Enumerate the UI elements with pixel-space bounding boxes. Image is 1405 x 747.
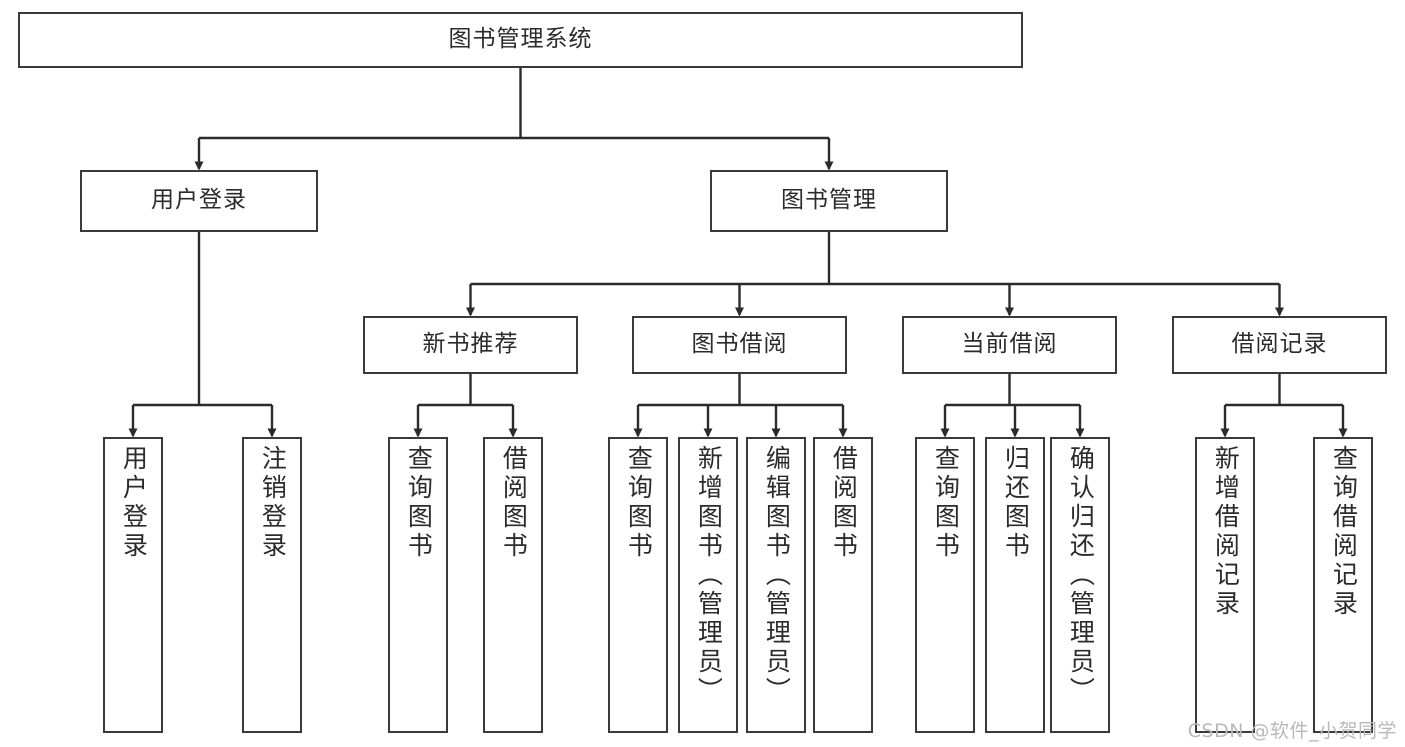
node-label: 新增借阅记录 — [1211, 445, 1241, 619]
node-label: 用户登录 — [151, 187, 247, 214]
node-label: 新增图书（管理员） — [694, 445, 724, 706]
node-l_addbook[interactable]: 新增图书（管理员） — [678, 437, 738, 733]
watermark: CSDN @软件_小贺同学 — [1187, 720, 1397, 742]
node-label: 借阅记录 — [1231, 331, 1328, 358]
node-label: 图书借阅 — [691, 331, 788, 358]
node-label: 查询图书 — [931, 445, 961, 561]
node-l_qrec[interactable]: 查询借阅记录 — [1313, 437, 1373, 733]
node-newbook[interactable]: 新书推荐 — [363, 316, 578, 374]
node-l_qbook1[interactable]: 查询图书 — [388, 437, 448, 733]
node-l_logout[interactable]: 注销登录 — [242, 437, 302, 733]
edge-group — [128, 68, 1348, 438]
node-current[interactable]: 当前借阅 — [902, 316, 1117, 374]
node-l_return[interactable]: 归还图书 — [985, 437, 1045, 733]
node-label: 新书推荐 — [422, 331, 519, 358]
node-bookmgmt[interactable]: 图书管理 — [710, 170, 948, 232]
node-label: 确认归还（管理员） — [1066, 445, 1096, 706]
node-records[interactable]: 借阅记录 — [1172, 316, 1387, 374]
node-label: 借阅图书 — [499, 445, 529, 561]
node-label: 注销登录 — [258, 445, 288, 561]
node-l_confirm[interactable]: 确认归还（管理员） — [1050, 437, 1110, 733]
node-login[interactable]: 用户登录 — [80, 170, 318, 232]
node-root[interactable]: 图书管理系统 — [18, 12, 1023, 68]
node-label: 查询借阅记录 — [1329, 445, 1359, 619]
node-l_login[interactable]: 用户登录 — [103, 437, 163, 733]
node-l_addrec[interactable]: 新增借阅记录 — [1195, 437, 1255, 733]
node-label: 借阅图书 — [829, 445, 859, 561]
node-l_editbook[interactable]: 编辑图书（管理员） — [746, 437, 806, 733]
node-label: 用户登录 — [119, 445, 149, 561]
node-l_qbook2[interactable]: 查询图书 — [608, 437, 668, 733]
node-label: 编辑图书（管理员） — [762, 445, 792, 706]
node-label: 图书管理系统 — [448, 26, 593, 53]
node-label: 归还图书 — [1001, 445, 1031, 561]
node-label: 图书管理 — [781, 187, 877, 214]
node-l_bbook2[interactable]: 借阅图书 — [813, 437, 873, 733]
node-label: 查询图书 — [624, 445, 654, 561]
node-label: 当前借阅 — [961, 331, 1058, 358]
node-l_qbook3[interactable]: 查询图书 — [915, 437, 975, 733]
node-borrow[interactable]: 图书借阅 — [632, 316, 847, 374]
node-l_bbook1[interactable]: 借阅图书 — [483, 437, 543, 733]
node-label: 查询图书 — [404, 445, 434, 561]
